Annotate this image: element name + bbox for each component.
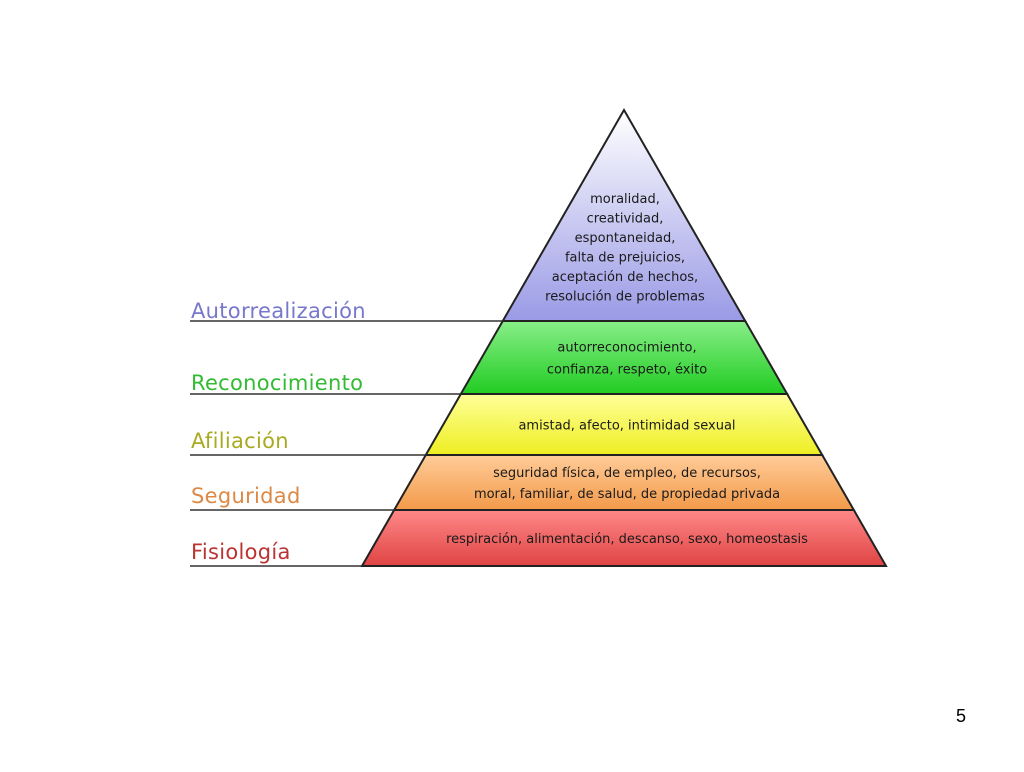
tier-5-text-line: respiración, alimentación, descanso, sex… — [446, 532, 808, 547]
page-number: 5 — [955, 706, 966, 726]
level-label-1: Autorrealización — [191, 299, 366, 323]
level-labels: AutorrealizaciónReconocimientoAfiliación… — [191, 299, 366, 564]
tier-3-text-line: amistad, afecto, intimidad sexual — [518, 419, 735, 434]
tier-1-text-line: resolución de problemas — [545, 290, 705, 305]
tier-4-text-line: seguridad física, de empleo, de recursos… — [493, 466, 761, 481]
tier-2 — [459, 320, 789, 395]
level-label-3: Afiliación — [191, 429, 289, 453]
tier-1-text-line: espontaneidad, — [575, 231, 676, 246]
tier-2-text-line: confianza, respeto, éxito — [547, 363, 707, 378]
tier-1-text-line: falta de prejuicios, — [565, 251, 685, 266]
level-label-4: Seguridad — [191, 484, 301, 508]
label-leader-lines — [190, 320, 503, 567]
tier-1-text-line: creatividad, — [587, 212, 664, 227]
tier-1-text-line: moralidad, — [590, 192, 660, 207]
tier-descriptions: moralidad, creatividad, espontaneidad, falt… — [446, 192, 808, 547]
tier-2-text-line: autorreconocimiento, — [557, 341, 696, 356]
tier-5 — [360, 509, 888, 567]
tier-1-text-line: aceptación de hechos, — [552, 270, 698, 285]
level-label-5: Fisiología — [191, 540, 291, 564]
pyramid-tiers — [360, 107, 888, 567]
tier-4-text-line: moral, familiar, de salud, de propiedad … — [474, 487, 780, 502]
level-label-2: Reconocimiento — [191, 371, 363, 395]
